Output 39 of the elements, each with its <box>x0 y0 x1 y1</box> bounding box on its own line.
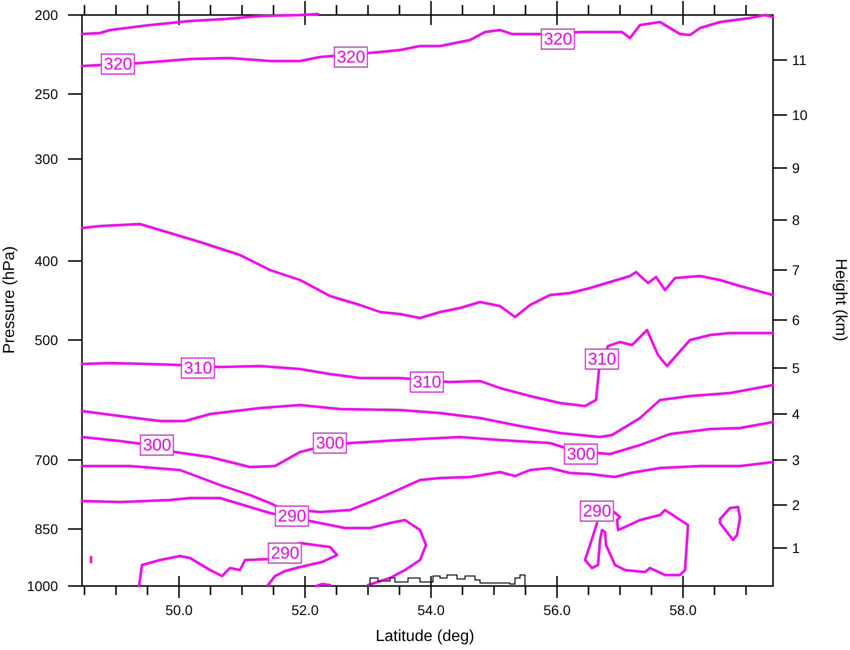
tick-label: 11 <box>792 53 807 67</box>
tick-label: 4 <box>792 407 800 421</box>
tick-label: 1 <box>792 541 800 555</box>
tick-label: 54.0 <box>417 603 445 617</box>
tick-label: 9 <box>792 161 800 175</box>
contour-label: 290 <box>274 506 310 526</box>
contour-label: 320 <box>100 54 136 74</box>
contour-label: 320 <box>540 28 576 50</box>
tick-label: 58.0 <box>669 603 697 617</box>
tick-label: 400 <box>34 254 58 268</box>
axis-title: Pressure (hPa) <box>2 246 18 354</box>
tick-label: 10 <box>792 108 808 122</box>
tick-label: 5 <box>792 361 800 375</box>
tick-label: 300 <box>34 152 58 166</box>
tick-label: 500 <box>34 333 58 347</box>
axis-title: Latitude (deg) <box>376 629 474 645</box>
tick-label: 850 <box>34 522 58 536</box>
contour-label: 300 <box>140 434 174 456</box>
contour-label: 310 <box>584 348 620 370</box>
contour-label: 300 <box>312 432 348 454</box>
tick-label: 7 <box>792 263 800 277</box>
tick-label: 56.0 <box>543 603 571 617</box>
tick-label: 250 <box>34 87 58 101</box>
tick-label: 2 <box>792 498 800 512</box>
tick-label: 8 <box>792 213 800 227</box>
tick-label: 200 <box>34 8 58 22</box>
tick-label: 1000 <box>26 579 58 593</box>
contour-label: 300 <box>564 444 598 464</box>
axis-title: Height (km) <box>832 258 848 342</box>
contour-label: 290 <box>268 542 302 564</box>
contour-label: 310 <box>410 372 444 392</box>
tick-label: 3 <box>792 453 800 467</box>
tick-label: 700 <box>34 453 58 467</box>
tick-label: 6 <box>792 313 800 327</box>
contour-label: 310 <box>180 358 216 378</box>
contour-label: 290 <box>580 500 614 522</box>
tick-label: 52.0 <box>291 603 319 617</box>
contour-label: 320 <box>334 46 368 68</box>
tick-label: 50.0 <box>165 603 193 617</box>
